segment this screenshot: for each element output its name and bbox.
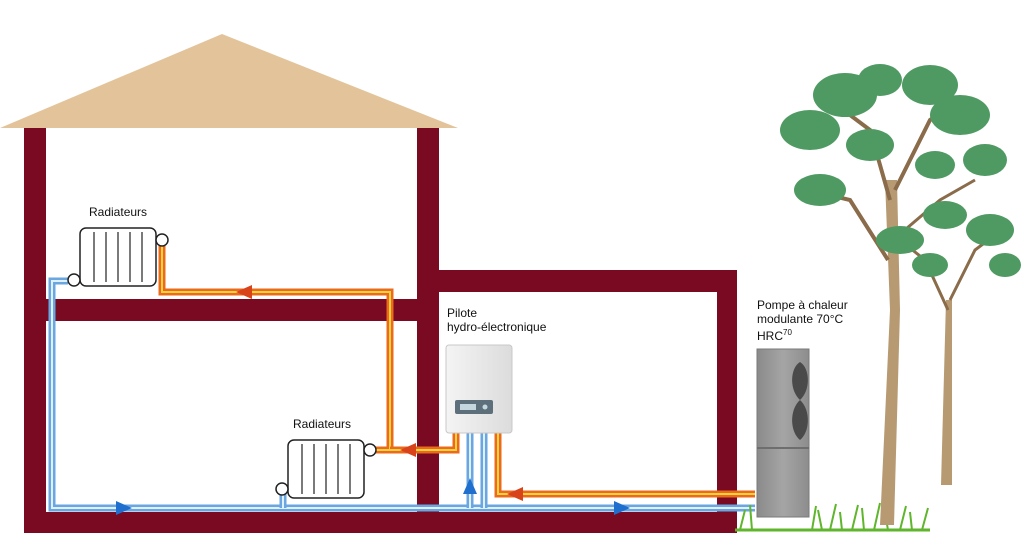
heatpump-label-line3: HRC70 — [757, 326, 848, 343]
hot-arrow-upper — [236, 285, 252, 299]
grass — [735, 502, 930, 532]
radiators-upper-label: Radiateurs — [89, 205, 148, 219]
radiator-upper — [67, 227, 169, 287]
tree-small — [876, 201, 1021, 485]
hot-arrow-extension — [507, 487, 523, 501]
house-walls — [24, 128, 439, 533]
cold-arrow-up — [463, 478, 477, 494]
radiator-lower — [275, 439, 377, 499]
hot-flow-pipes — [158, 246, 755, 498]
tree-large — [780, 64, 1007, 525]
fan-blade-bottom — [792, 400, 808, 440]
heatpump-model: HRC — [757, 329, 783, 343]
radiators-lower-label: Radiateurs — [293, 417, 352, 431]
heatpump-label-line2: modulante 70°C — [757, 312, 844, 326]
pilot-label-line2: hydro-électronique — [447, 320, 547, 334]
heatpump-label: Pompe à chaleur modulante 70°C HRC70 — [757, 298, 848, 343]
hydro-electronic-pilot-unit — [445, 344, 513, 434]
hot-arrow-lower — [400, 443, 416, 457]
pilot-label-line1: Pilote — [447, 306, 478, 320]
cold-arrow-extension — [614, 501, 630, 515]
extension-walls — [439, 270, 737, 533]
pilot-label: Pilote hydro-électronique — [447, 306, 546, 334]
heatpump-label-line1: Pompe à chaleur — [757, 298, 848, 312]
cold-arrow-house — [116, 501, 132, 515]
fan-blade-top — [792, 362, 808, 400]
heatpump-model-superscript: 70 — [783, 328, 792, 337]
cold-return-pipes — [48, 277, 755, 512]
house-roof — [0, 34, 458, 128]
heat-pump-unit — [756, 348, 810, 518]
